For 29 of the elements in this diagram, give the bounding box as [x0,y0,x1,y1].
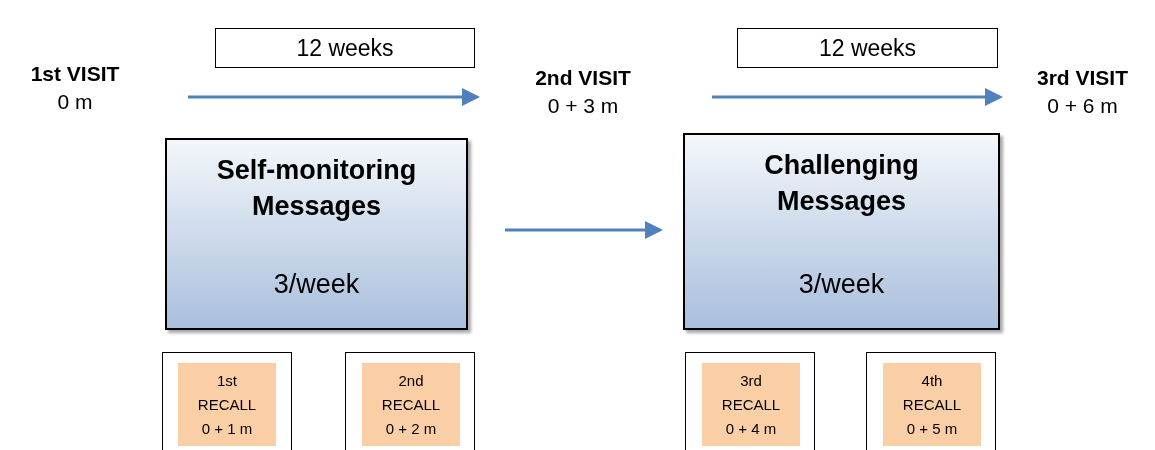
recall-box [702,363,800,446]
message-title: Self-monitoring Messages [215,154,418,223]
recall-box [178,363,276,446]
recall-box [883,363,981,446]
recall-text: 1st RECALL 0 + 1 m [196,370,258,439]
arrow [505,221,663,239]
recall-text: 3rd RECALL 0 + 4 m [720,370,782,439]
recall-text: 4th RECALL 0 + 5 m [901,370,963,439]
visit-time: 0 + 3 m [547,93,619,119]
intervention-box [683,133,1000,330]
visit-name: 2nd VISIT [535,65,631,91]
recall-box [362,363,460,446]
recall-frame [162,352,292,450]
duration-text: 12 weeks [296,33,394,63]
recall-frame [866,352,996,450]
recall-frame [685,352,815,450]
intervention-box [165,138,468,330]
duration-box [215,28,475,68]
recall-frame [345,352,475,450]
message-frequency: 3/week [273,267,360,301]
recall-text: 2nd RECALL 0 + 2 m [380,370,442,439]
message-frequency: 3/week [798,267,885,301]
visit-time: 0 + 6 m [1047,93,1118,119]
duration-text: 12 weeks [818,33,917,63]
duration-box [737,28,998,68]
visit-name: 1st VISIT [30,61,120,87]
message-title: Challenging Messages [763,149,920,218]
visit-time: 0 m [57,89,93,115]
visit-name: 3rd VISIT [1037,65,1128,91]
